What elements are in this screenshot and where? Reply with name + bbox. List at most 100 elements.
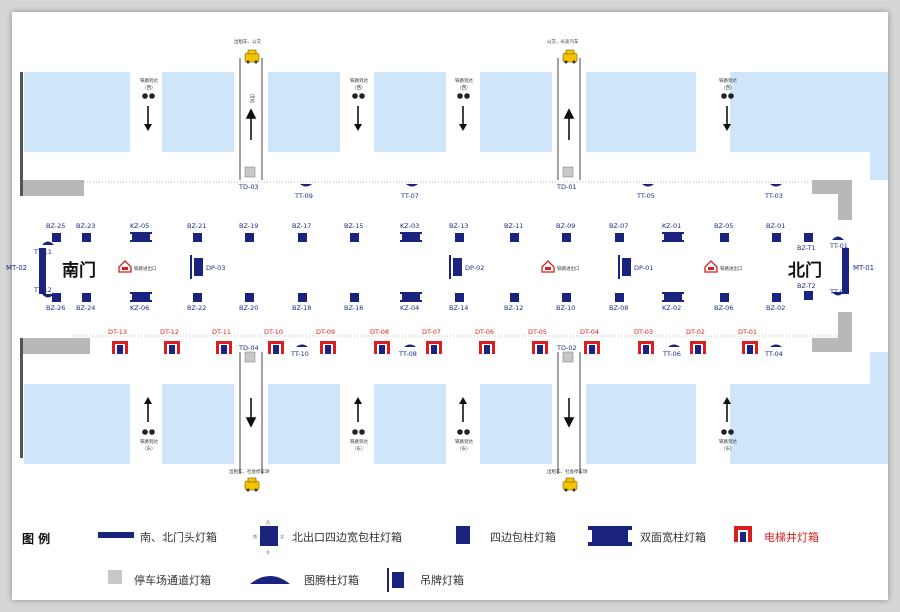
label-dp-03: DP-03	[206, 264, 225, 272]
elevator-lightbox-dt-09	[320, 341, 336, 354]
label-bz-20: BZ-20	[239, 304, 258, 312]
pillar-lightbox-bz-16	[350, 293, 359, 302]
pillar-lightbox-bz-21	[193, 233, 202, 242]
elevator-lightbox-dt-08	[374, 341, 390, 354]
label-td-01: TD-01	[556, 183, 577, 191]
double-pillar-lightbox-kz-05	[130, 232, 152, 242]
pillar-lightbox-bz-12	[510, 293, 519, 302]
label-dt-01: DT-01	[738, 328, 757, 336]
railway-arrival-east: 铁路到达（东）	[350, 397, 368, 452]
people-icon	[721, 93, 734, 99]
double-pillar-lightbox-kz-06	[130, 292, 152, 302]
label-bz-t1: BZ-T1	[797, 244, 816, 252]
label-td-04: TD-04	[238, 344, 259, 352]
arrow-up-icon	[245, 108, 257, 140]
exit-lane-east-top	[557, 58, 581, 180]
top-note-west: 出租车、公交	[234, 38, 261, 45]
label-dp-01: DP-01	[634, 264, 653, 272]
label-bz-10: BZ-10	[556, 304, 575, 312]
pillar-lightbox-bz-17	[298, 233, 307, 242]
pillar-lightbox-bz-14	[455, 293, 464, 302]
taxi-icon	[562, 49, 578, 64]
corridor-west-top	[22, 180, 84, 196]
railway-arrival-west: 铁路到达（西）	[719, 77, 737, 131]
pillar-lightbox-bz-13	[455, 233, 464, 242]
elevator-lightbox-dt-11	[216, 341, 232, 354]
legend-north-pillar-icon: 西 东 南 北	[253, 520, 284, 555]
taxi-icon	[244, 49, 260, 64]
pillar-lightbox-bz-06	[720, 293, 729, 302]
label-bz-18: BZ-18	[292, 304, 311, 312]
label-dt-04: DT-04	[580, 328, 599, 336]
label-bz-01: BZ-01	[766, 222, 785, 230]
svg-text:铁路到达: 铁路到达	[719, 438, 737, 445]
svg-text:（东）: （东）	[721, 445, 735, 452]
label-mt-02: MT-02	[6, 264, 27, 272]
totem-lightbox-tt-01	[832, 236, 844, 240]
wall-west-bottom	[20, 338, 23, 458]
people-icon	[352, 93, 365, 99]
totem-lightbox-tt-04	[770, 344, 782, 347]
label-bz-25: BZ-25	[46, 222, 65, 230]
label-tt-03: TT-03	[764, 192, 783, 200]
corridor-east-top-vert	[838, 180, 852, 220]
hanging-lightbox-dp-02	[449, 255, 462, 279]
pillar-lightbox-bz-24	[82, 293, 91, 302]
label-tt-07: TT-07	[400, 192, 419, 200]
railway-station-icon	[541, 260, 555, 273]
label-bz-09: BZ-09	[556, 222, 575, 230]
top-note-east: 公交、长途汽车	[547, 38, 579, 45]
railway-arrival-west: 铁路到达（西）	[455, 77, 473, 131]
label-kz-01: KZ-01	[662, 222, 681, 230]
taxi-icon	[562, 477, 578, 492]
railway-exit-label: 铁路进出口	[134, 265, 157, 272]
label-dt-08: DT-08	[370, 328, 389, 336]
label-bz-t2: BZ-T2	[797, 282, 816, 290]
label-bz-07: BZ-07	[609, 222, 628, 230]
arrow-down-icon	[144, 106, 152, 131]
label-tt-02: TT-02	[829, 288, 848, 296]
railway-exit-sign: 铁路进出口	[118, 260, 157, 273]
legend-door-icon	[98, 532, 134, 538]
svg-text:北: 北	[280, 533, 284, 539]
railway-exit-sign: 铁路进出口	[704, 260, 743, 273]
people-icon	[457, 93, 470, 99]
corridor-east-bottom-vert	[838, 312, 852, 352]
label-tt-08: TT-08	[398, 350, 417, 358]
elevator-lightbox-dt-05	[532, 341, 548, 354]
arrow-down-icon	[723, 106, 731, 131]
railway-station-icon	[704, 260, 718, 273]
svg-text:铁路到达: 铁路到达	[140, 77, 158, 84]
exit-lane-label: 出站	[249, 94, 256, 103]
pillar-lightbox-bz-08	[615, 293, 624, 302]
label-tt-10: TT-10	[290, 350, 309, 358]
legend-hanging-icon	[387, 568, 404, 592]
double-pillar-lightbox-kz-03	[400, 232, 422, 242]
pillar-lightbox-bz-10	[562, 293, 571, 302]
pillar-lightbox-bz-15	[350, 233, 359, 242]
label-tt-12: TT-12	[33, 286, 52, 294]
svg-text:铁路到达: 铁路到达	[455, 77, 473, 84]
svg-text:西: 西	[266, 520, 270, 525]
legend: 图 例 南、北门头灯箱 西 东 南 北 北出口四边宽包柱灯箱 四边包柱灯箱 双面…	[12, 496, 888, 596]
totem-lightbox-tt-07	[406, 184, 418, 187]
svg-text:铁路到达: 铁路到达	[350, 438, 368, 445]
svg-text:（西）: （西）	[352, 85, 366, 91]
label-bz-14: BZ-14	[449, 304, 468, 312]
parking-light-td-04	[244, 351, 256, 363]
arrow-up-icon	[459, 397, 467, 422]
svg-text:南: 南	[253, 533, 257, 539]
pillar-lightbox-bz-20	[245, 293, 254, 302]
people-icon	[142, 429, 155, 435]
label-dt-10: DT-10	[264, 328, 283, 336]
arrow-down-icon	[563, 398, 575, 428]
taxi-icon	[244, 477, 260, 492]
label-bz-15: BZ-15	[344, 222, 363, 230]
door-lightbox-mt-01	[842, 248, 849, 294]
legend-item-hanging: 吊牌灯箱	[420, 574, 464, 587]
parking-light-td-01	[562, 166, 574, 178]
label-bz-22: BZ-22	[187, 304, 206, 312]
totem-lightbox-tt-09	[300, 184, 312, 187]
svg-text:铁路到达: 铁路到达	[350, 77, 368, 84]
